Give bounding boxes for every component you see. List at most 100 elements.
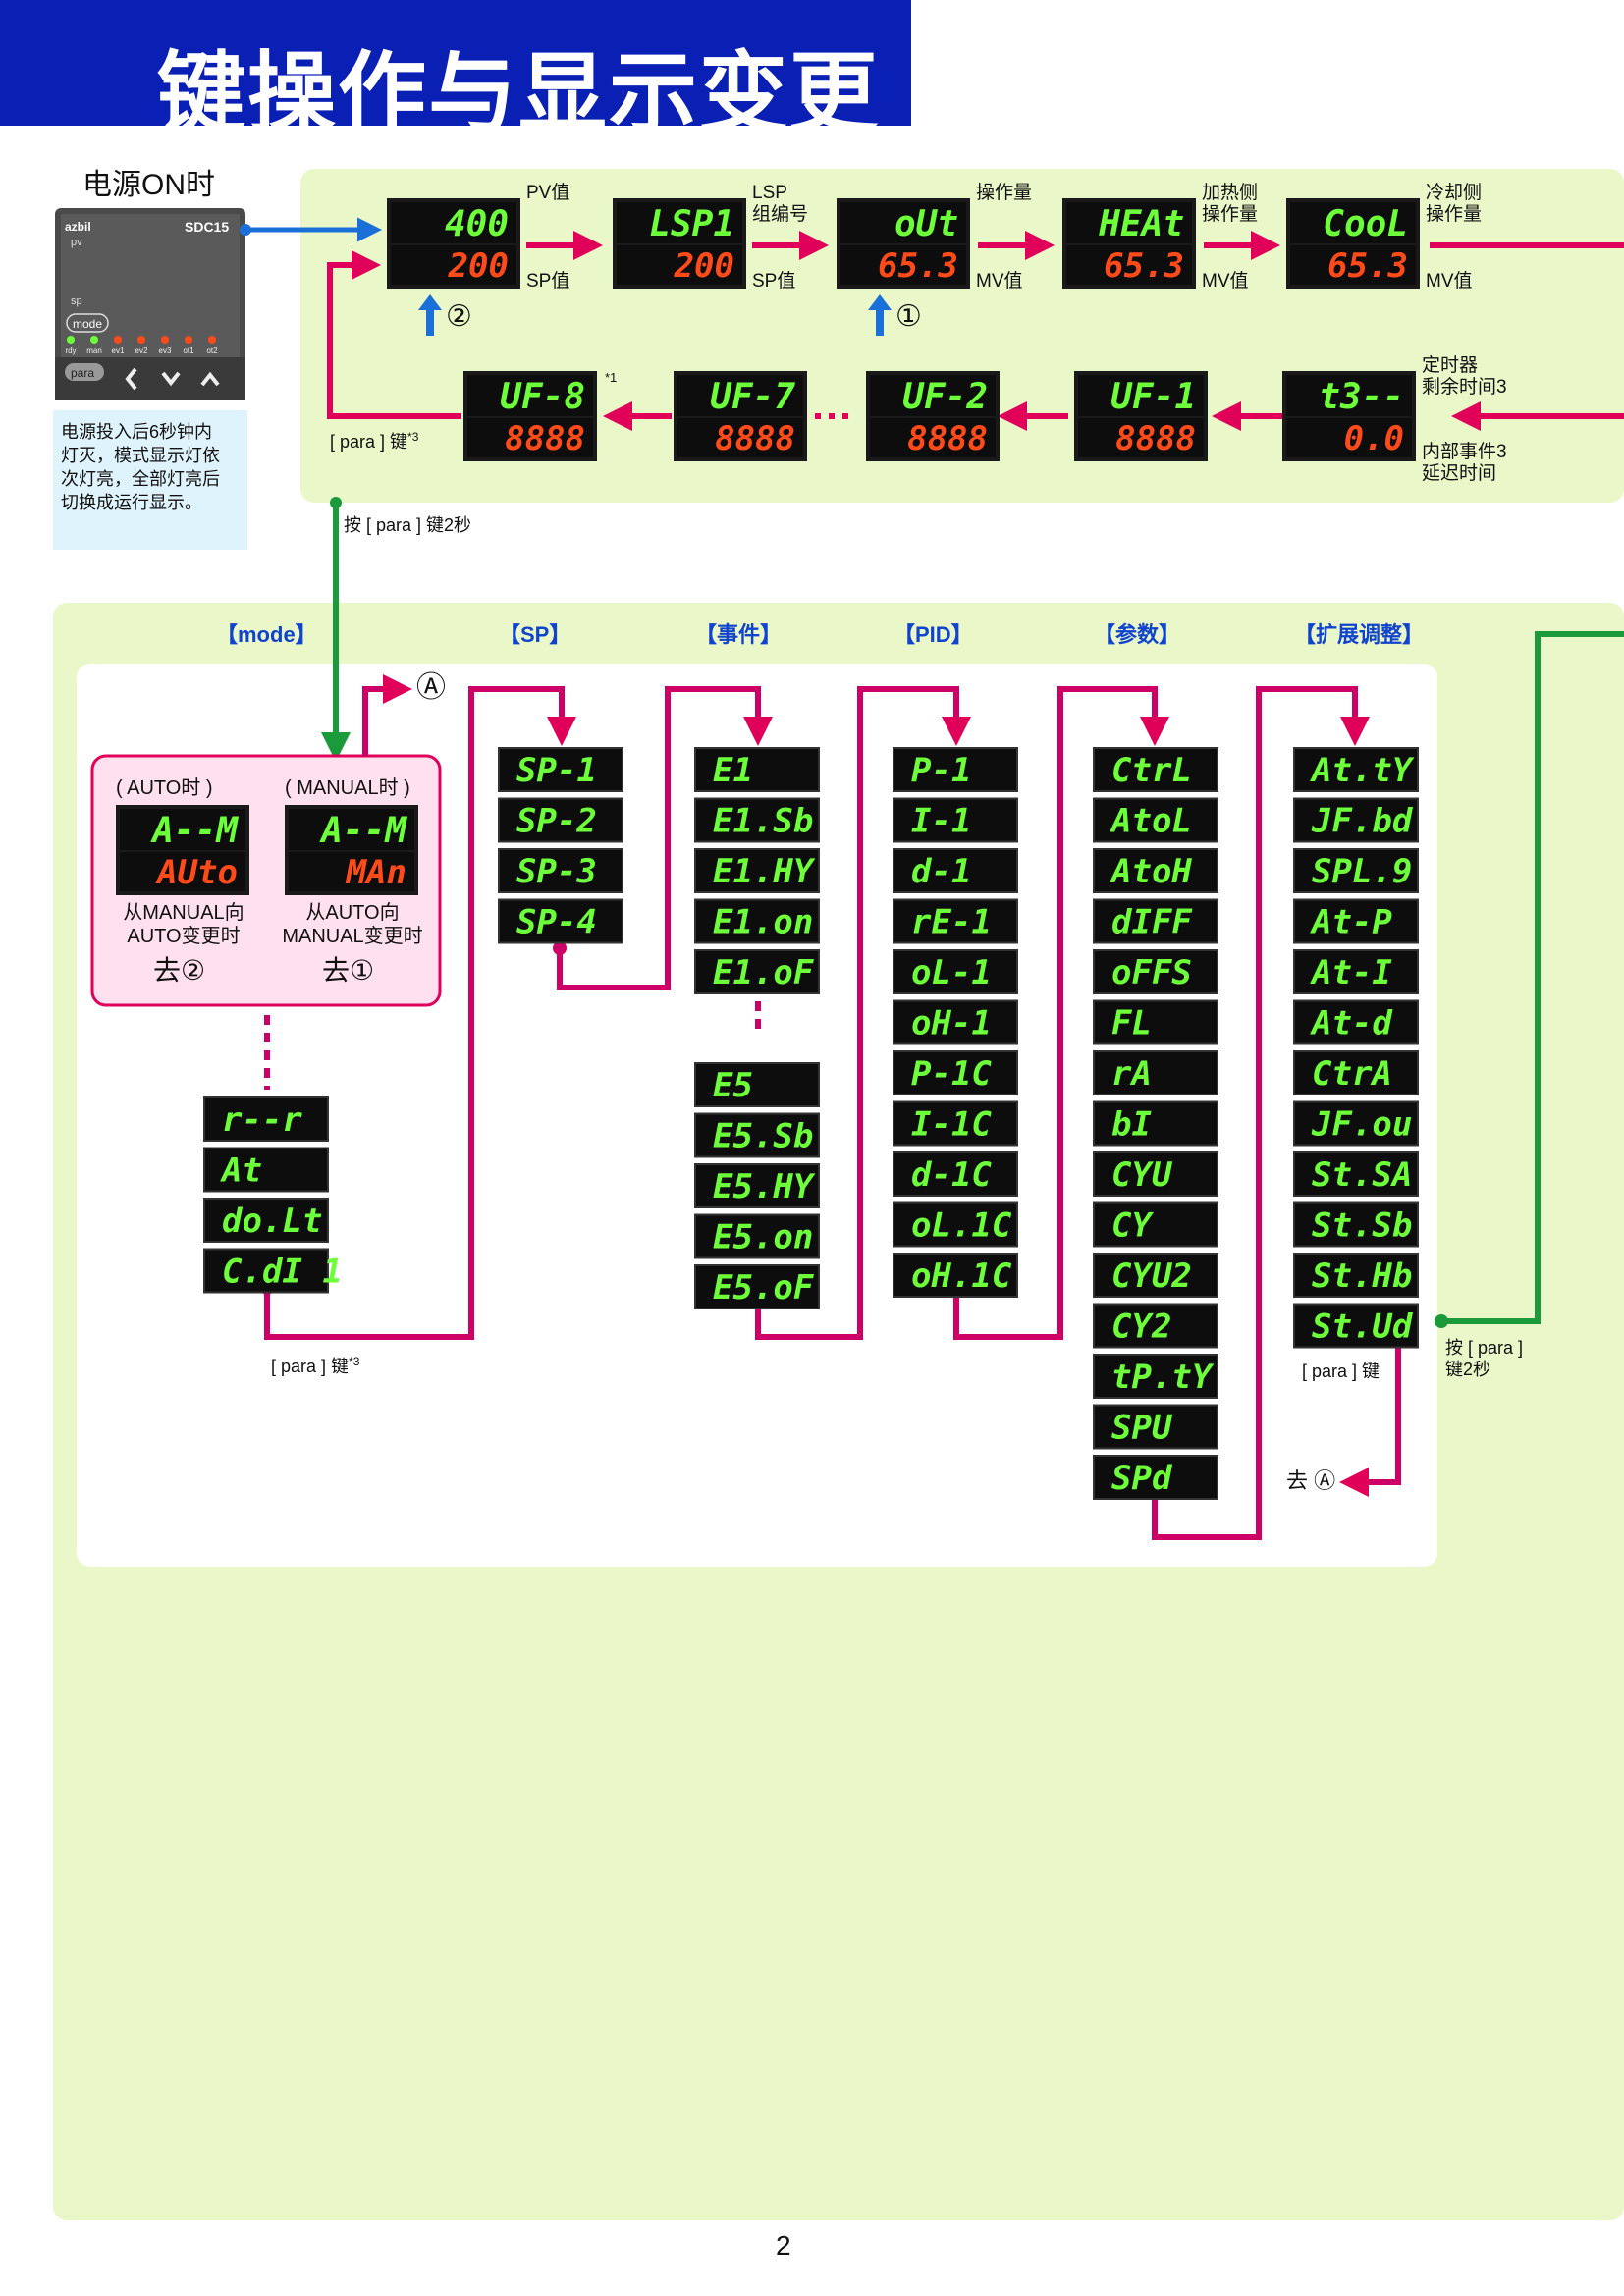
lcd-value: SP-3 [516, 852, 597, 891]
operation-label-upper: 冷却侧操作量 [1426, 183, 1483, 225]
lcd-value: JF.bd [1311, 802, 1414, 841]
lcd-value: SP-2 [516, 802, 597, 841]
mode-setting-item: At [203, 1147, 329, 1193]
lcd-value: rE-1 [911, 903, 992, 942]
lcd-value: E5 [713, 1066, 753, 1105]
lcd-value: St.Hb [1312, 1256, 1412, 1296]
lcd-lower-value: 65.3 [1327, 246, 1408, 286]
lcd-upper-value: HEAt [1098, 204, 1184, 244]
lcd-lower-value: AUto [155, 853, 238, 892]
setting-item: SP-1 [498, 747, 623, 792]
led-label-rdy: rdy [65, 347, 76, 355]
lcd-value: I-1 [911, 802, 971, 841]
lcd-value: d-1 [911, 852, 971, 891]
operation-label-lower: MV值 [1202, 271, 1249, 292]
setting-item: SPU [1093, 1404, 1218, 1450]
setting-item: oL-1 [893, 949, 1018, 994]
setting-item: E5.Sb [694, 1112, 820, 1158]
led-man [90, 336, 98, 344]
power-on-note: 电源投入后6秒钟内灯灭，模式显示灯依次灯亮，全部灯亮后切换成运行显示。 [61, 422, 220, 512]
para-key-label[interactable]: para [71, 366, 95, 380]
led-label-ot2: ot2 [206, 347, 218, 355]
setting-item: tP.tY [1093, 1354, 1218, 1399]
power-note-box [53, 410, 247, 550]
setting-item: E5.HY [694, 1163, 820, 1208]
setting-item: CtrA [1293, 1050, 1419, 1095]
operation-bottom-lcd-5: t3--0.0 [1282, 371, 1416, 461]
led-ev2 [137, 336, 145, 344]
lcd-value: At-I [1310, 953, 1392, 992]
setting-item: E1 [694, 747, 820, 792]
lcd-value: At.tY [1310, 751, 1415, 790]
setting-item: CYU [1093, 1151, 1218, 1197]
led-ev3 [161, 336, 169, 344]
lcd-value: oH-1 [911, 1004, 992, 1043]
lcd-upper-value: A--M [319, 811, 407, 851]
lcd-value: oL.1C [911, 1206, 1012, 1246]
setting-item: CY2 [1093, 1303, 1218, 1349]
lcd-value: P-1C [911, 1054, 992, 1094]
setting-item: oL.1C [893, 1201, 1018, 1248]
led-label-ev1: ev1 [112, 347, 125, 355]
goto-a-label: 去 Ⓐ [1286, 1468, 1336, 1493]
operation-label-upper: 操作量 [976, 183, 1033, 203]
left-arrow-key [125, 367, 137, 391]
group-title: 【参数】 [1094, 622, 1181, 647]
operation-label-upper: 加热侧操作量 [1202, 183, 1259, 225]
lcd-value: oFFS [1111, 953, 1192, 992]
setting-item: oH.1C [893, 1253, 1018, 1298]
operation-marker: ① [895, 300, 922, 333]
mode-key [66, 313, 109, 333]
lcd-lower-value: 65.3 [878, 246, 958, 286]
setting-item: CY [1093, 1201, 1218, 1248]
page-title: 键操作与显示变更 [157, 45, 880, 143]
setting-item: P-1 [893, 747, 1018, 792]
setting-item: JF.ou [1293, 1100, 1419, 1147]
lcd-value: SPU [1111, 1409, 1173, 1448]
lcd-value: E5.Sb [713, 1117, 813, 1156]
setting-item: At-d [1293, 999, 1419, 1045]
setting-item: rE-1 [893, 898, 1018, 944]
lcd-value: St.Sb [1312, 1206, 1412, 1246]
setting-item: rA [1093, 1050, 1218, 1095]
mode-key-label[interactable]: mode [73, 317, 103, 331]
lcd-lower-value: 8888 [1115, 419, 1196, 458]
setting-item: SP-2 [498, 797, 623, 843]
para-return-text: [ para ] 键 [330, 432, 408, 452]
operation-arrows [327, 231, 1624, 431]
lcd-value: E1.oF [713, 953, 815, 992]
setting-item: AtoH [1093, 848, 1218, 893]
setting-item: AtoL [1093, 797, 1218, 843]
operation-label-lower: MV值 [1426, 271, 1473, 292]
setting-item: FL [1093, 999, 1218, 1045]
setting-item: E5.oF [694, 1264, 820, 1309]
lcd-value: P-1 [911, 751, 971, 790]
lcd-value: oH.1C [911, 1256, 1012, 1296]
para-return-note: *3 [407, 430, 419, 444]
up-arrow-key [200, 371, 220, 387]
lcd-value: SP-4 [516, 903, 597, 942]
setting-item: I-1 [893, 797, 1018, 843]
group-title: 【mode】 [216, 622, 317, 647]
lcd-value: d-1C [911, 1155, 992, 1195]
lcd-upper-value: t3-- [1319, 377, 1404, 417]
lcd-upper-value: CooL [1323, 204, 1408, 244]
lcd-value: bI [1111, 1105, 1152, 1145]
mode-setting-item: r--r [203, 1096, 329, 1142]
setting-item: I-1C [893, 1100, 1018, 1147]
lcd-value: E1.Sb [713, 802, 813, 841]
lcd-value: C.dI 1 [222, 1253, 343, 1292]
mode-setting-item: do.Lt [203, 1198, 329, 1243]
